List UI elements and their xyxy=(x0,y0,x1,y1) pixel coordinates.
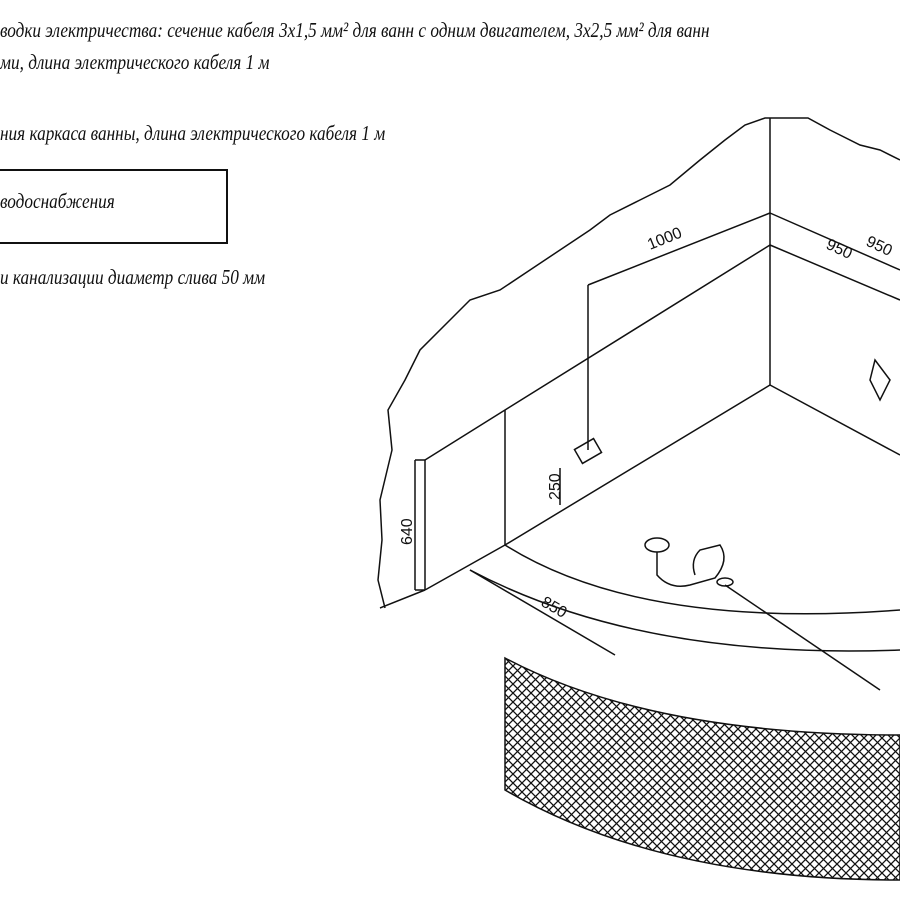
left-panel xyxy=(379,410,506,609)
tub-base-arc xyxy=(469,569,900,652)
dim-640-label: 640 xyxy=(399,518,416,545)
dim-640-line xyxy=(414,459,425,591)
drain-line xyxy=(724,584,881,691)
floor-back-left xyxy=(424,384,771,591)
dim-250-label: 250 xyxy=(547,473,564,500)
wall-outlet xyxy=(869,358,891,402)
dim-950-lines xyxy=(769,212,900,301)
wall-outline xyxy=(377,117,900,609)
note-cable-length: ми, длина электрического кабеля 1 м xyxy=(0,50,270,74)
floor-back-right xyxy=(769,384,900,456)
dim-1000-line xyxy=(587,212,771,450)
drain-outlet xyxy=(716,577,734,587)
note-frame-grounding: ния каркаса ванны, длина электрического … xyxy=(0,121,386,145)
note-water-supply: водоснабжения xyxy=(0,189,115,213)
note-drain: и канализации диаметр слива 50 мм xyxy=(0,265,266,289)
electrical-box xyxy=(573,437,603,465)
dim-850-line xyxy=(469,569,616,656)
mesh-panel xyxy=(504,656,900,881)
note-electric-wiring: водки электричества: сечение кабеля 3х1,… xyxy=(0,18,710,42)
drain-pipe xyxy=(656,544,725,587)
tub-front-arc xyxy=(504,544,900,615)
dim-850-label: 850 xyxy=(538,594,570,622)
rim-back-left xyxy=(424,244,771,461)
drain-plug xyxy=(644,537,670,553)
water-supply-box xyxy=(0,169,228,244)
dim-950-inner-label: 950 xyxy=(823,236,854,263)
